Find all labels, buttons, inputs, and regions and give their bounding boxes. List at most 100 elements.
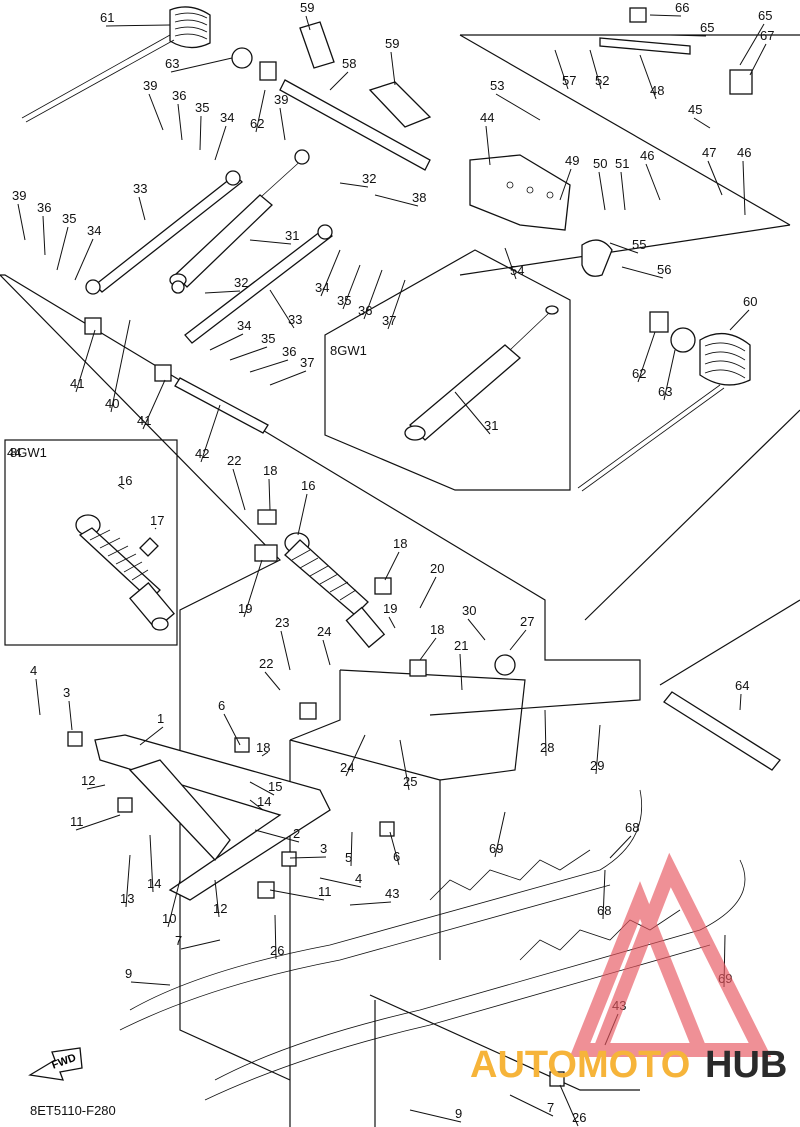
callout-46: 46 bbox=[737, 145, 751, 160]
link-rod-33b bbox=[184, 227, 333, 344]
callout-3: 3 bbox=[63, 685, 70, 700]
callout-54: 54 bbox=[510, 263, 524, 278]
callout-18: 18 bbox=[430, 622, 444, 637]
callout-leader-1 bbox=[139, 726, 164, 746]
watermark-part2: HUB bbox=[705, 1044, 787, 1086]
callout-41: 41 bbox=[137, 413, 151, 428]
callout-63: 63 bbox=[165, 56, 179, 71]
callout-49: 49 bbox=[565, 153, 579, 168]
callout-leader-51 bbox=[620, 171, 626, 211]
callout-leader-59 bbox=[390, 51, 396, 86]
torsion-spring-left bbox=[21, 6, 211, 123]
callout-16: 16 bbox=[301, 478, 315, 493]
callout-leader-9 bbox=[409, 1109, 462, 1123]
callout-6: 6 bbox=[393, 849, 400, 864]
callout-leader-19 bbox=[388, 616, 396, 629]
callout-47: 47 bbox=[702, 145, 716, 160]
callout-leader-63 bbox=[663, 349, 676, 401]
callout-59: 59 bbox=[385, 36, 399, 51]
hardware-pieces bbox=[67, 7, 753, 1087]
callout-19: 19 bbox=[383, 601, 397, 616]
callout-69: 69 bbox=[489, 841, 503, 856]
callout-leader-52 bbox=[589, 49, 602, 90]
callout-16: 16 bbox=[118, 473, 132, 488]
callout-leader-7 bbox=[180, 939, 221, 950]
callout-leader-58 bbox=[329, 71, 349, 91]
callout-14: 14 bbox=[257, 794, 271, 809]
callout-22: 22 bbox=[227, 453, 241, 468]
callout-34: 34 bbox=[315, 280, 329, 295]
callout-leader-65 bbox=[739, 23, 765, 66]
callout-leader-66 bbox=[649, 14, 682, 17]
rear-shock-16 bbox=[284, 532, 386, 649]
callout-35: 35 bbox=[337, 293, 351, 308]
callout-13: 13 bbox=[120, 891, 134, 906]
callout-leader-59 bbox=[305, 15, 311, 31]
watermark-text: AUTOMOTO HUB bbox=[470, 1044, 787, 1086]
callout-35: 35 bbox=[62, 211, 76, 226]
callout-leader-5 bbox=[350, 831, 353, 867]
callout-leader-36 bbox=[177, 103, 183, 141]
callout-leader-67 bbox=[749, 43, 767, 76]
callout-leader-41 bbox=[142, 379, 166, 430]
callout-leader-13 bbox=[125, 854, 131, 908]
callout-leader-37 bbox=[387, 279, 406, 330]
callout-leader-35 bbox=[229, 346, 268, 361]
callout-64: 64 bbox=[735, 678, 749, 693]
callout-leader-32 bbox=[339, 182, 369, 188]
shaft-64 bbox=[663, 691, 781, 771]
callout-leader-53 bbox=[495, 93, 541, 121]
model-code-label-2: 8GW1 bbox=[330, 343, 367, 358]
callout-23: 23 bbox=[275, 615, 289, 630]
callout-leader-33 bbox=[269, 289, 295, 329]
fwd-arrow-icon: FWD bbox=[28, 1047, 83, 1081]
callout-leader-11 bbox=[75, 814, 121, 831]
callout-34: 34 bbox=[220, 110, 234, 125]
inset-shock-absorber bbox=[75, 514, 175, 631]
callout-leader-33 bbox=[138, 196, 146, 221]
callout-leader-36 bbox=[363, 269, 383, 320]
callout-leader-3 bbox=[289, 856, 327, 859]
callout-44: 44 bbox=[480, 110, 494, 125]
callout-leader-62 bbox=[637, 331, 656, 383]
callout-leader-32 bbox=[204, 290, 241, 294]
callout-leader-15 bbox=[249, 781, 275, 796]
callout-15: 15 bbox=[268, 779, 282, 794]
callout-leader-46 bbox=[645, 163, 661, 201]
callout-leader-19 bbox=[243, 559, 263, 618]
callout-36: 36 bbox=[358, 303, 372, 318]
callout-leader-14 bbox=[149, 834, 154, 893]
callout-leader-56 bbox=[621, 266, 664, 279]
callout-43: 43 bbox=[385, 886, 399, 901]
callout-68: 68 bbox=[597, 903, 611, 918]
callout-leader-22 bbox=[264, 671, 281, 691]
callout-12: 12 bbox=[81, 773, 95, 788]
callout-leader-14 bbox=[249, 799, 264, 811]
collar-59 bbox=[299, 21, 432, 128]
callout-3: 3 bbox=[320, 841, 327, 856]
callout-leader-29 bbox=[595, 724, 601, 775]
model-code-label: 8GW1 bbox=[10, 445, 47, 460]
callout-leader-60 bbox=[729, 309, 750, 331]
callout-leader-24 bbox=[322, 639, 331, 666]
callout-leader-2 bbox=[254, 829, 300, 843]
callout-41: 41 bbox=[70, 376, 84, 391]
callout-leader-18 bbox=[384, 551, 400, 581]
callout-46: 46 bbox=[640, 148, 654, 163]
callout-27: 27 bbox=[520, 614, 534, 629]
callout-53: 53 bbox=[490, 78, 504, 93]
callout-leader-7 bbox=[509, 1094, 554, 1117]
callout-60: 60 bbox=[743, 294, 757, 309]
callout-18: 18 bbox=[393, 536, 407, 551]
callout-68: 68 bbox=[625, 820, 639, 835]
callout-36: 36 bbox=[282, 344, 296, 359]
callout-34: 34 bbox=[87, 223, 101, 238]
callout-leader-26 bbox=[274, 914, 277, 960]
callout-22: 22 bbox=[259, 656, 273, 671]
shaft-48 bbox=[599, 37, 691, 55]
callout-leader-50 bbox=[598, 171, 606, 211]
callout-39: 39 bbox=[274, 92, 288, 107]
bracket-55 bbox=[581, 239, 613, 277]
